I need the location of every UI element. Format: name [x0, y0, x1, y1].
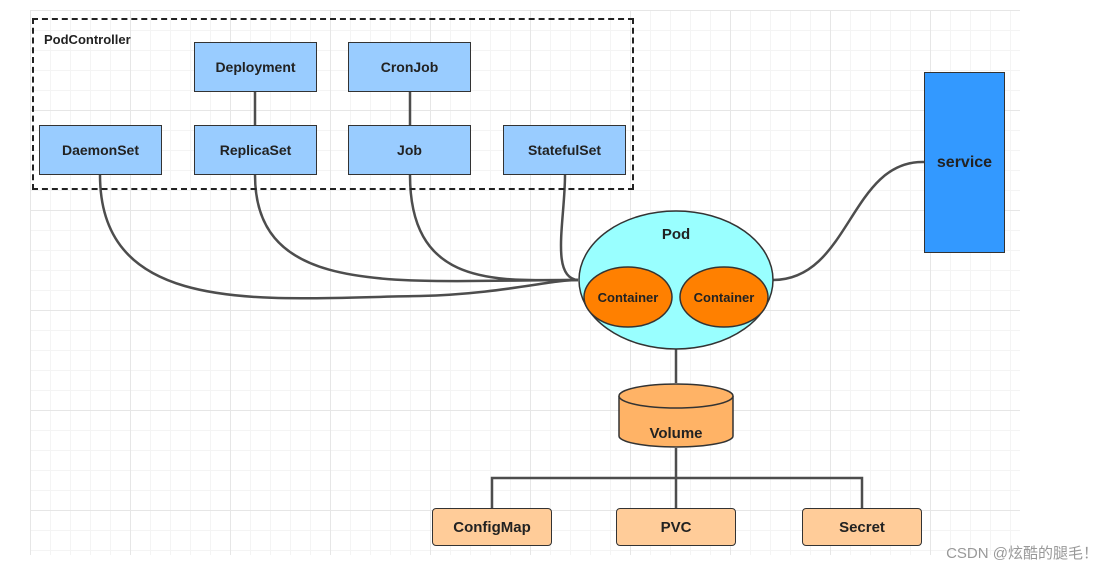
- connector-volume-storage: [490, 448, 864, 508]
- cronjob-node[interactable]: CronJob: [348, 42, 471, 92]
- connector-pod-service: [772, 160, 925, 282]
- pod-controller-label: PodController: [44, 32, 131, 47]
- connector-replicaset-pod: [253, 174, 579, 283]
- container-2-label: Container: [694, 290, 755, 305]
- job-node[interactable]: Job: [348, 125, 471, 175]
- background-grid: [30, 10, 1020, 555]
- pvc-node[interactable]: PVC: [616, 508, 736, 546]
- volume-label: Volume: [649, 425, 702, 442]
- configmap-node[interactable]: ConfigMap: [432, 508, 552, 546]
- deployment-node[interactable]: Deployment: [194, 42, 317, 92]
- service-node[interactable]: service: [924, 72, 1005, 253]
- connector-statefulset-pod: [559, 174, 579, 282]
- connector-daemonset-pod: [98, 174, 579, 300]
- volume-cylinder-top: [618, 383, 734, 409]
- pod-label: Pod: [662, 226, 690, 243]
- secret-node[interactable]: Secret: [802, 508, 922, 546]
- replicaset-node[interactable]: ReplicaSet: [194, 125, 317, 175]
- container-1-label: Container: [598, 290, 659, 305]
- watermark: CSDN @炫酷的腿毛！: [946, 545, 1098, 562]
- daemonset-node[interactable]: DaemonSet: [39, 125, 162, 175]
- volume-cylinder-body: [618, 396, 734, 448]
- container-2-shape: [679, 266, 769, 328]
- statefulset-node[interactable]: StatefulSet: [503, 125, 626, 175]
- container-1-shape: [583, 266, 673, 328]
- pod-controller-group: [32, 18, 634, 190]
- connector-job-pod: [408, 174, 579, 282]
